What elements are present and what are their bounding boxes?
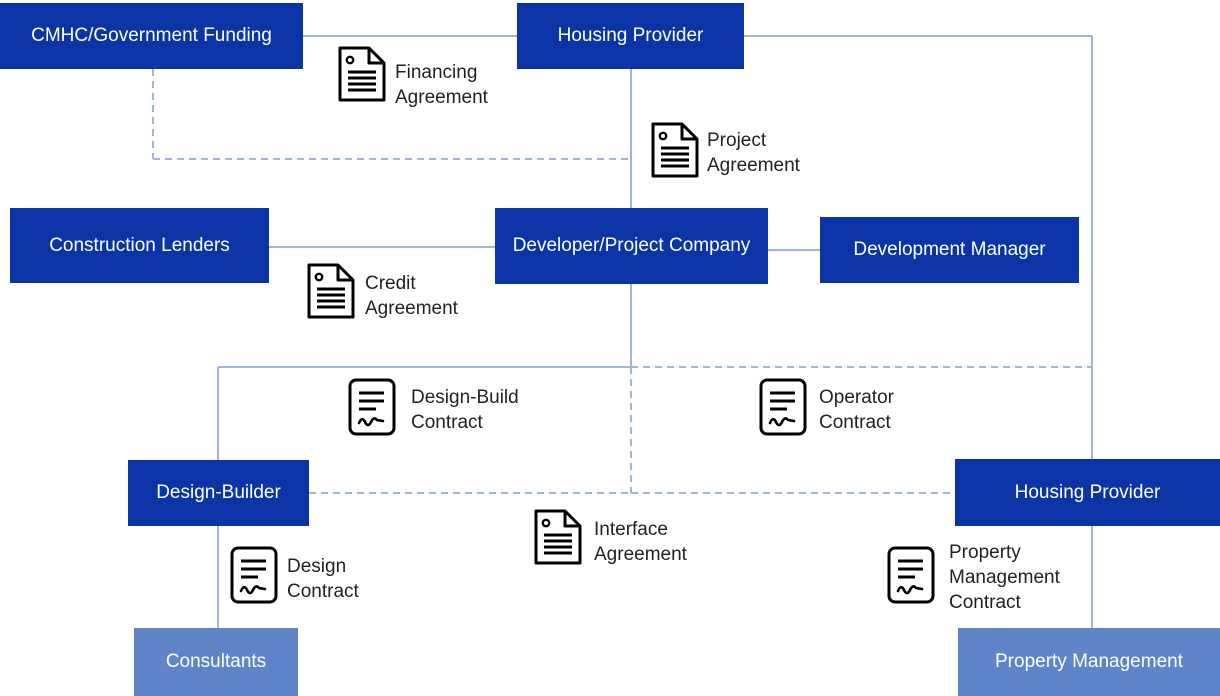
design-builder-box: Design-Builder — [128, 460, 309, 526]
construction-lenders-label: Construction Lenders — [49, 234, 230, 256]
development-manager-box: Development Manager — [820, 217, 1079, 283]
contract-signature-icon — [759, 378, 807, 436]
housing-provider-bottom-box: Housing Provider — [955, 459, 1220, 526]
housing-provider-top-label: Housing Provider — [557, 25, 704, 46]
cmhc-box: CMHC/Government Funding — [0, 3, 303, 69]
contract-signature-icon — [348, 378, 396, 436]
housing-provider-top-box: Housing Provider — [517, 3, 744, 69]
cmhc-label: CMHC/Government Funding — [31, 25, 272, 46]
property-management-label: Property Management — [995, 651, 1183, 672]
development-manager-label: Development Manager — [853, 239, 1046, 260]
agreement-document-icon — [338, 46, 386, 102]
housing-provider-bottom-label: Housing Provider — [1014, 481, 1161, 503]
developer-label: Developer/Project Company — [512, 235, 751, 256]
agreement-document-icon — [534, 509, 582, 565]
developer-box: Developer/Project Company — [495, 208, 768, 284]
contract-signature-icon — [887, 546, 935, 604]
design-builder-label: Design-Builder — [156, 482, 281, 503]
agreement-document-icon — [307, 263, 355, 319]
construction-lenders-box: Construction Lenders — [10, 208, 269, 283]
consultants-box: Consultants — [134, 628, 298, 696]
contract-signature-icon — [230, 546, 278, 604]
agreement-document-icon — [651, 122, 699, 178]
consultants-label: Consultants — [165, 651, 267, 672]
property-management-box: Property Management — [958, 628, 1220, 696]
